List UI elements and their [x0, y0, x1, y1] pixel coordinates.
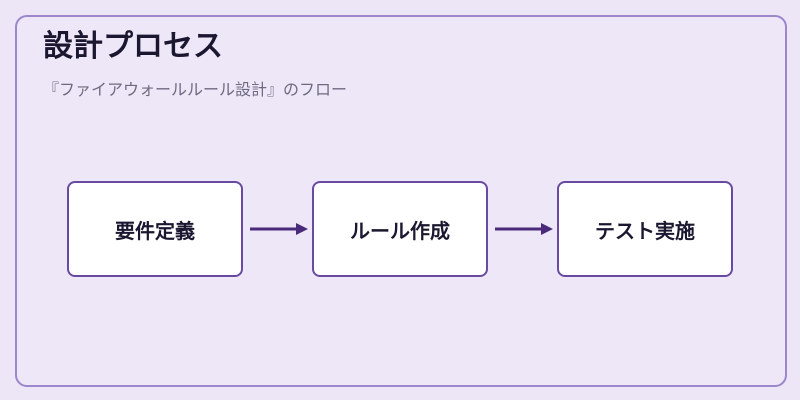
arrow-right-icon	[495, 223, 553, 235]
step-testing: テスト実施	[557, 181, 733, 277]
step-rule-creation: ルール作成	[312, 181, 488, 277]
step-requirements: 要件定義	[67, 181, 243, 277]
arrow-right-icon	[250, 223, 308, 235]
diagram-subtitle: 『ファイアウォールルール設計』のフロー	[43, 80, 348, 99]
diagram-title: 設計プロセス	[43, 29, 223, 64]
diagram-card: 設計プロセス 『ファイアウォールルール設計』のフロー 要件定義 ルール作成 テス…	[15, 15, 787, 387]
